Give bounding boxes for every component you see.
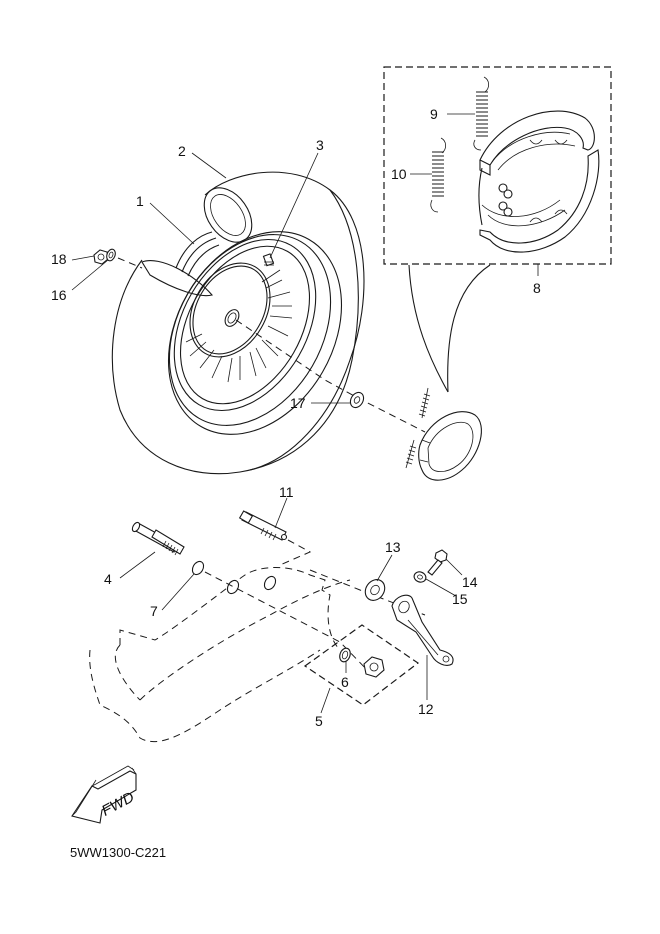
callout-4[interactable]: 4 [104, 571, 112, 587]
wheel-rim[interactable] [133, 200, 376, 465]
washer-16[interactable] [105, 248, 117, 262]
nut-washer-set-box [303, 624, 420, 706]
callout-8[interactable]: 8 [533, 280, 541, 296]
o-ring-7[interactable] [190, 559, 206, 576]
callout-17[interactable]: 17 [290, 395, 306, 411]
callout-1[interactable]: 1 [136, 193, 144, 209]
washer-15[interactable] [413, 570, 428, 584]
callout-6[interactable]: 6 [341, 674, 349, 690]
callout-16[interactable]: 16 [51, 287, 67, 303]
callout-9[interactable]: 9 [430, 106, 438, 122]
forward-direction-arrow: FWD [71, 765, 137, 824]
callout-labels: 1 2 3 4 5 6 7 8 9 10 11 12 13 14 15 16 1… [51, 106, 541, 729]
callout-14[interactable]: 14 [462, 574, 478, 590]
brake-shoe-kit[interactable] [478, 110, 600, 253]
callout-5[interactable]: 5 [315, 713, 323, 729]
callout-15[interactable]: 15 [452, 591, 468, 607]
callout-13[interactable]: 13 [385, 539, 401, 555]
callout-7[interactable]: 7 [150, 603, 158, 619]
axle-shaft[interactable] [131, 521, 185, 556]
diagram-code: 5WW1300-C221 [70, 845, 166, 860]
washer-17[interactable] [348, 390, 366, 410]
spring-9[interactable] [473, 76, 490, 151]
callout-11[interactable]: 11 [279, 484, 294, 500]
callout-18[interactable]: 18 [51, 251, 67, 267]
brake-lever[interactable] [391, 594, 454, 666]
nut-18[interactable] [93, 249, 109, 265]
brake-shoe-assembly-small[interactable] [405, 387, 482, 481]
nut-5[interactable] [363, 656, 385, 678]
indicator-plate[interactable] [361, 576, 388, 604]
brake-camshaft[interactable] [238, 510, 288, 541]
bolt-14[interactable] [427, 549, 448, 576]
callout-3[interactable]: 3 [316, 137, 324, 153]
callout-10[interactable]: 10 [391, 166, 407, 182]
washer-6[interactable] [338, 647, 352, 664]
leader-lines [71, 113, 539, 714]
tire[interactable] [111, 171, 365, 475]
valve[interactable] [262, 253, 275, 267]
brake-shoe-kit-box [383, 66, 612, 265]
spring-10[interactable] [430, 137, 447, 213]
transmission-case-outline [89, 539, 426, 743]
callout-2[interactable]: 2 [178, 143, 186, 159]
callout-12[interactable]: 12 [418, 701, 434, 717]
